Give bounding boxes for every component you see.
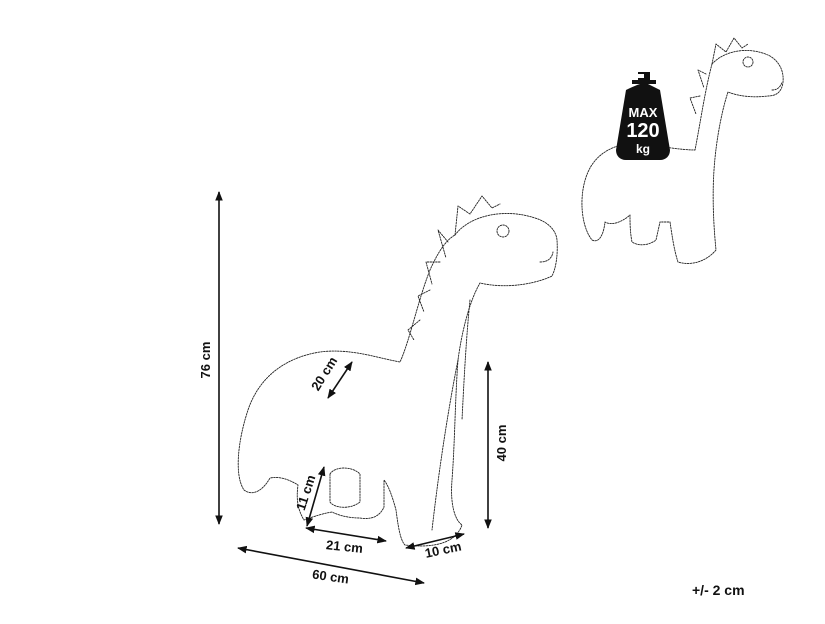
badge-max-text: MAX xyxy=(629,105,658,120)
dinosaur-main-neck-seam xyxy=(431,299,471,531)
dim-seat-height: 40 cm xyxy=(484,361,509,529)
dim-leg-height: 11 cm xyxy=(293,466,326,527)
dinosaur-small-eye xyxy=(742,56,754,68)
dim-leg-depth: 10 cm xyxy=(405,532,465,561)
dinosaur-main-illustration xyxy=(237,195,558,547)
label-leg-height: 11 cm xyxy=(293,473,318,512)
dinosaur-main-spikes xyxy=(407,195,501,341)
weight-icon xyxy=(616,72,670,160)
dinosaur-main-eye xyxy=(496,224,510,238)
label-height-total: 76 cm xyxy=(198,342,213,379)
badge-value-text: 120 xyxy=(626,120,659,142)
dinosaur-small-illustration xyxy=(581,37,784,264)
badge-unit-text: kg xyxy=(636,142,650,156)
dinosaur-main-mouth xyxy=(539,251,554,263)
dim-height-total: 76 cm xyxy=(198,191,223,525)
max-weight-badge: MAX 120 kg xyxy=(616,72,670,160)
label-leg-gap: 21 cm xyxy=(325,537,363,556)
dim-neck-width: 20 cm xyxy=(308,354,353,399)
dinosaur-small-mouth xyxy=(771,81,783,91)
dinosaur-small-spikes xyxy=(689,37,749,115)
label-leg-depth: 10 cm xyxy=(423,538,462,560)
dinosaur-small-body xyxy=(581,50,784,264)
dinosaur-main-body xyxy=(237,213,558,547)
label-length-total: 60 cm xyxy=(311,567,350,587)
tolerance-note: +/- 2 cm xyxy=(692,582,745,598)
dinosaur-main-inner-leg xyxy=(329,467,361,508)
label-seat-height: 40 cm xyxy=(494,425,509,462)
dim-length-total: 60 cm xyxy=(237,545,425,587)
dim-leg-gap: 21 cm xyxy=(305,525,387,556)
